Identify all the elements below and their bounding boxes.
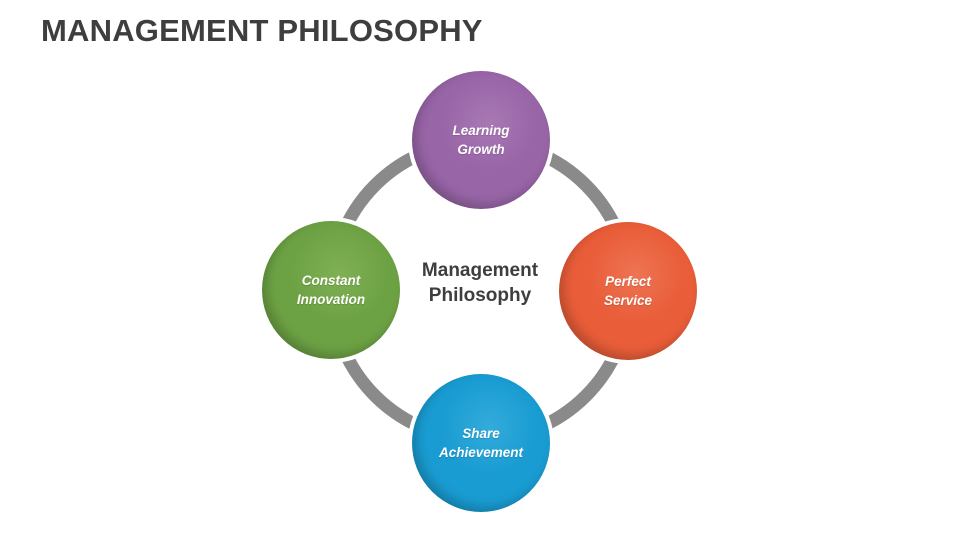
node-label: Learning Growth	[452, 122, 510, 157]
node-constant-innovation: Constant Innovation	[258, 217, 404, 363]
slide-title: MANAGEMENT PHILOSOPHY	[41, 13, 483, 48]
diagram-center-label: Management Philosophy	[421, 259, 539, 306]
node-label: Perfect Service	[603, 273, 653, 308]
node-label: Constant Innovation	[296, 272, 366, 307]
node-learning-growth: Learning Growth	[408, 67, 554, 213]
node-perfect-service: Perfect Service	[555, 218, 701, 364]
node-label: Share Achievement	[438, 425, 524, 460]
node-share-achievement: Share Achievement	[408, 370, 554, 516]
